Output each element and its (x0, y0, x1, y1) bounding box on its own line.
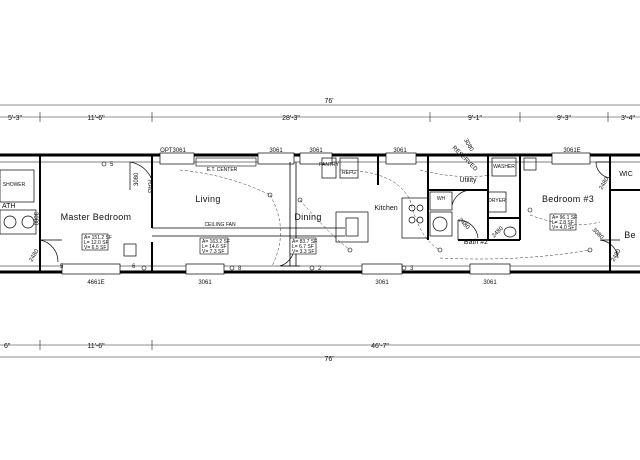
door-label-7: 3080 (591, 227, 605, 241)
master-area-box: A= 151.2 SF L= 12.0 SF V= 6.5 SF (81, 233, 112, 251)
svg-text:V= 7.3 SF: V= 7.3 SF (202, 249, 224, 255)
top-total-dimension: 76' (324, 98, 333, 105)
window-label-top-2: 3061 (309, 148, 323, 154)
outlet-number: 8 (238, 266, 242, 272)
outlet-number: 7 (150, 266, 154, 272)
door-label-master: 3080 (134, 172, 140, 186)
dryer-label: DRYER (488, 198, 506, 204)
wh-label: WH (437, 196, 446, 202)
room-bedroom-partial: Be (624, 230, 636, 240)
room-utility: Utility (459, 177, 477, 184)
room-dining: Dining (294, 212, 321, 222)
door-label-9: 3080 (462, 138, 474, 153)
shower-label: SHOWER (3, 182, 26, 188)
svg-text:A= 96.1 SF: A= 96.1 SF (552, 215, 577, 221)
left-bath-fixtures (0, 169, 37, 235)
top-dimensions (0, 104, 640, 122)
kitchen-fixtures (321, 157, 429, 243)
svg-text:L= 6.7 SF: L= 6.7 SF (292, 244, 314, 250)
room-bath-left: ATH (2, 203, 15, 210)
svg-text:V= 3.3 SF: V= 3.3 SF (292, 249, 314, 255)
window-label-top-4: 3061E (563, 148, 580, 154)
electrical-wiring (179, 169, 601, 267)
room-kitchen: Kitchen (374, 205, 397, 212)
svg-text:A= 83.7 SF: A= 83.7 SF (292, 239, 317, 245)
outlet-number: 2 (318, 266, 322, 272)
bedroom3-hvac-register (523, 157, 537, 171)
washer-label: WASHER (493, 164, 515, 170)
refg-label: REFG (342, 170, 356, 176)
outlet-number: 6 (132, 264, 136, 270)
top-dim-5: 9'-3" (557, 115, 571, 122)
et-center (195, 157, 257, 167)
outlet-number: 3 (410, 266, 414, 272)
window-label-bottom-2: 3061 (198, 280, 212, 286)
window-label-top-3: 3061 (393, 148, 407, 154)
bottom-dim-2: 11'-6" (87, 343, 105, 350)
door-label-1: 2480 (29, 248, 41, 263)
svg-text:V= 6.5 SF: V= 6.5 SF (84, 245, 106, 251)
svg-text:V= 4.0 SF: V= 4.0 SF (552, 225, 574, 231)
svg-text:A= 163.2 SF: A= 163.2 SF (202, 239, 230, 245)
dining-area-box: A= 83.7 SF L= 6.7 SF V= 3.3 SF (289, 237, 317, 255)
outlet-symbols (101, 161, 593, 271)
window-label-opt: OPT3061 (160, 148, 186, 154)
top-dim-6: 3'-4" (621, 115, 635, 122)
bottom-dim-1: 6" (4, 343, 11, 350)
svg-text:L= 7.8 SF: L= 7.8 SF (552, 220, 574, 226)
window-label-bottom-3: 3061 (375, 280, 389, 286)
utility-fixtures (429, 157, 517, 238)
door-label-5: 2480 (457, 217, 471, 231)
svg-text:A= 151.2 SF: A= 151.2 SF (84, 235, 112, 241)
bottom-dimensions (0, 340, 640, 358)
door-label-6: 2480 (491, 225, 505, 239)
rag-label: RAG (146, 180, 152, 193)
room-bedroom-3: Bedroom #3 (542, 194, 594, 204)
ceiling-fan-label: CEILING FAN (204, 222, 236, 228)
bottom-windows (61, 263, 511, 275)
door-label-3: 3080 (32, 212, 38, 226)
pantry-label: PANTRY (319, 162, 339, 168)
top-dim-3: 28'-3" (282, 115, 300, 122)
top-dim-4: 9'-1" (468, 115, 482, 122)
bottom-total-dimension: 76' (324, 356, 333, 363)
room-wic-partial: WIC (619, 171, 633, 178)
top-windows (159, 152, 591, 165)
svg-text:L= 12.0 SF: L= 12.0 SF (84, 240, 109, 246)
outlet-number: 5 (110, 162, 114, 168)
bedroom3-area-box: A= 96.1 SF L= 7.8 SF V= 4.0 SF (549, 213, 577, 231)
et-center-label: E.T. CENTER (207, 167, 238, 173)
room-living: Living (195, 194, 220, 204)
svg-text:L= 14.6 SF: L= 14.6 SF (202, 244, 227, 250)
room-master-bedroom: Master Bedroom (61, 212, 132, 222)
bottom-dim-3: 46'-7" (371, 343, 389, 350)
door-label-8: 2480 (611, 248, 623, 263)
outlet-number: 5 (60, 264, 64, 270)
door-swings (39, 161, 620, 267)
master-hvac-register (123, 243, 137, 257)
room-bath-2: Bath #2 (464, 239, 488, 246)
living-area-box: A= 163.2 SF L= 14.6 SF V= 7.3 SF (199, 237, 230, 255)
top-dim-2: 11'-6" (87, 115, 105, 122)
window-label-bottom-1: 4661E (87, 280, 104, 286)
window-label-bottom-4: 3061 (483, 280, 497, 286)
window-label-top-1: 3061 (269, 148, 283, 154)
top-dim-1: 5'-3" (8, 115, 22, 122)
